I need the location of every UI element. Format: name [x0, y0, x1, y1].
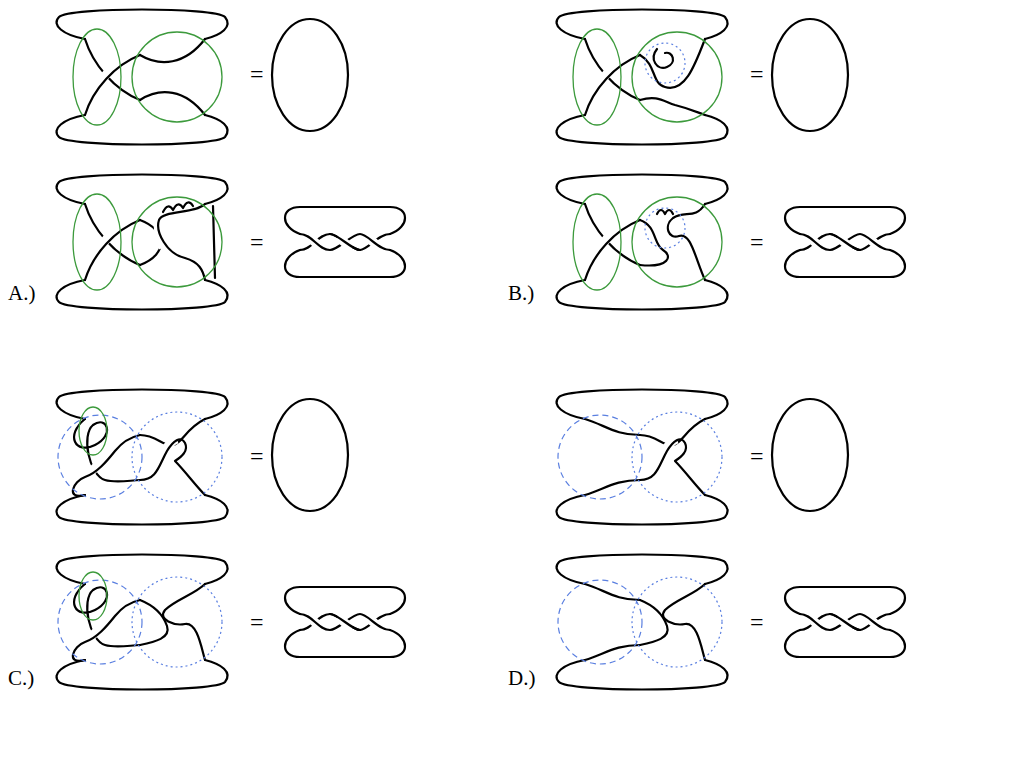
equals-sign: =	[750, 62, 764, 86]
panel-label: C.)	[8, 668, 34, 689]
equals-sign: =	[250, 230, 264, 254]
equals-sign: =	[250, 610, 264, 634]
equals-sign: =	[250, 62, 264, 86]
panel-label: B.)	[508, 283, 534, 304]
equals-sign: =	[750, 230, 764, 254]
equals-sign: =	[750, 610, 764, 634]
equals-sign: =	[750, 444, 764, 468]
panel-label: A.)	[8, 283, 35, 304]
equals-sign: =	[250, 444, 264, 468]
panel-label: D.)	[508, 668, 535, 689]
